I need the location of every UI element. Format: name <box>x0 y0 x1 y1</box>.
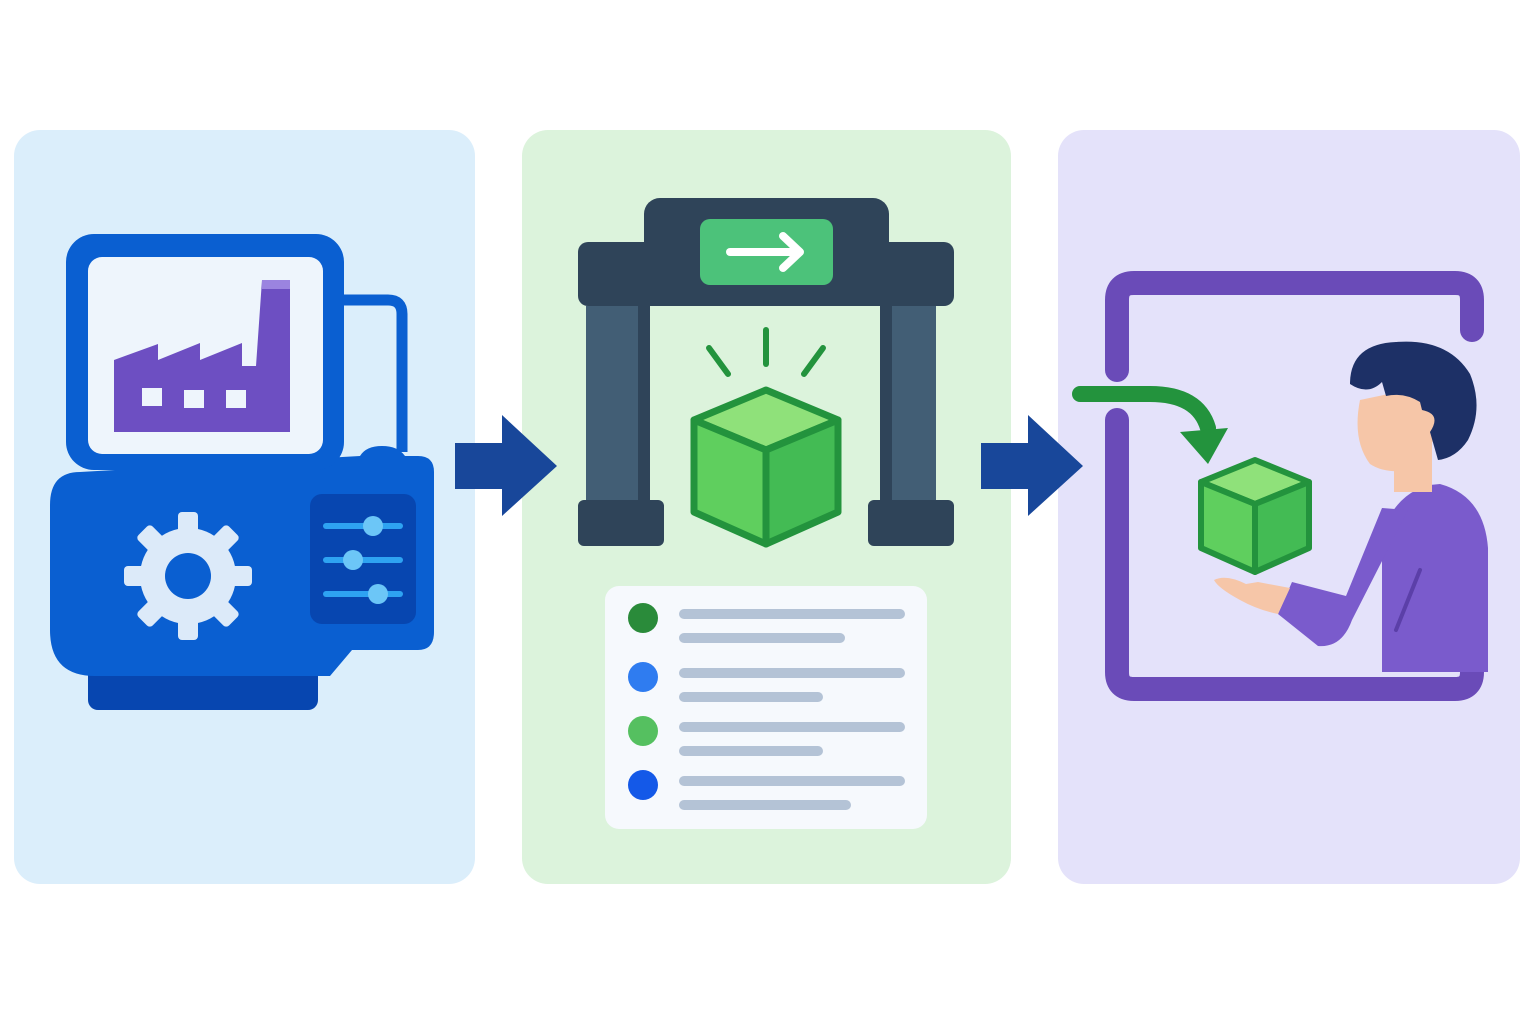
frame-icon <box>1105 271 1484 701</box>
sliders-icon <box>310 494 416 624</box>
person-icon <box>1278 341 1488 672</box>
flow-arrow-icon <box>455 415 557 516</box>
status-dot <box>628 716 658 746</box>
curved-arrow-icon <box>1072 386 1228 464</box>
cube-icon <box>1198 457 1312 575</box>
cube-icon <box>690 386 842 548</box>
right-arrow-sign-icon <box>700 219 833 285</box>
hand-icon <box>1214 577 1290 614</box>
checklist-item <box>628 662 905 702</box>
status-dot <box>628 770 658 800</box>
checklist-item <box>628 603 905 643</box>
gear-icon <box>124 512 252 640</box>
status-dot <box>628 662 658 692</box>
status-dot <box>628 603 658 633</box>
checklist-item <box>628 716 905 756</box>
factory-icon <box>114 280 290 432</box>
checklist-item <box>628 770 905 810</box>
highlight-icon <box>706 327 826 377</box>
flow-arrow-icon <box>981 415 1083 516</box>
checklist-icon <box>605 586 927 829</box>
